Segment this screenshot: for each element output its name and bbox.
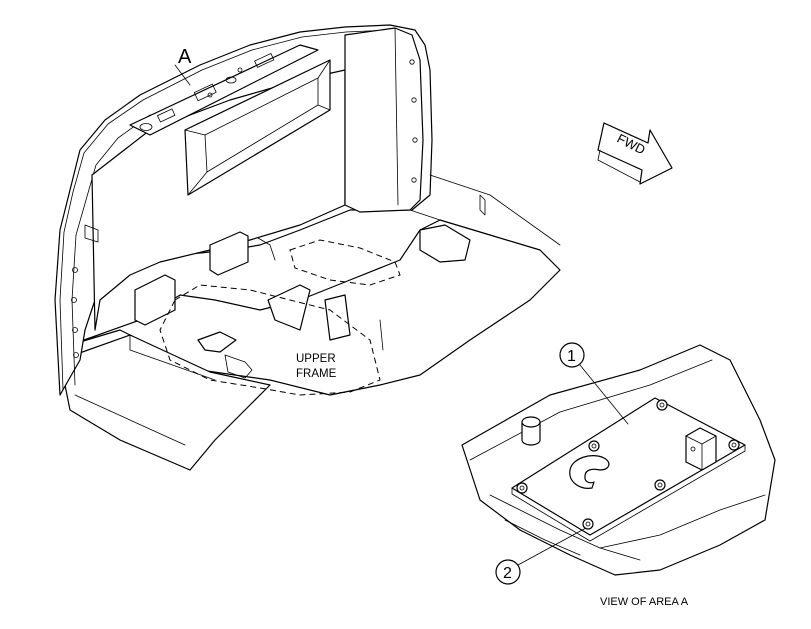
upper-frame-label-line2: FRAME [296,368,337,380]
window-opening [184,59,331,196]
area-marker-label: A [178,46,192,68]
floor-cutout [419,224,471,263]
hook-cutout [569,455,610,489]
side-pillar [344,27,424,213]
forward-arrow: FWD [597,122,673,185]
hidden-floor-outline [159,284,381,396]
plate-bolts [516,399,740,530]
upper-frame-label-line1: UPPER [296,353,336,365]
detail-caption: VIEW OF AREA A [600,596,689,608]
callout-2-number: 2 [503,565,512,582]
upper-frame-assembly [54,24,561,471]
lower-deck [59,334,271,471]
detail-view-area-a: 1 2 [461,342,776,585]
top-console [129,44,319,136]
callout-1: 1 [559,342,629,425]
cylinder-stud [521,416,541,446]
block-bracket [685,427,717,471]
callout-1-number: 1 [567,348,576,365]
callout-2: 2 [495,527,587,585]
